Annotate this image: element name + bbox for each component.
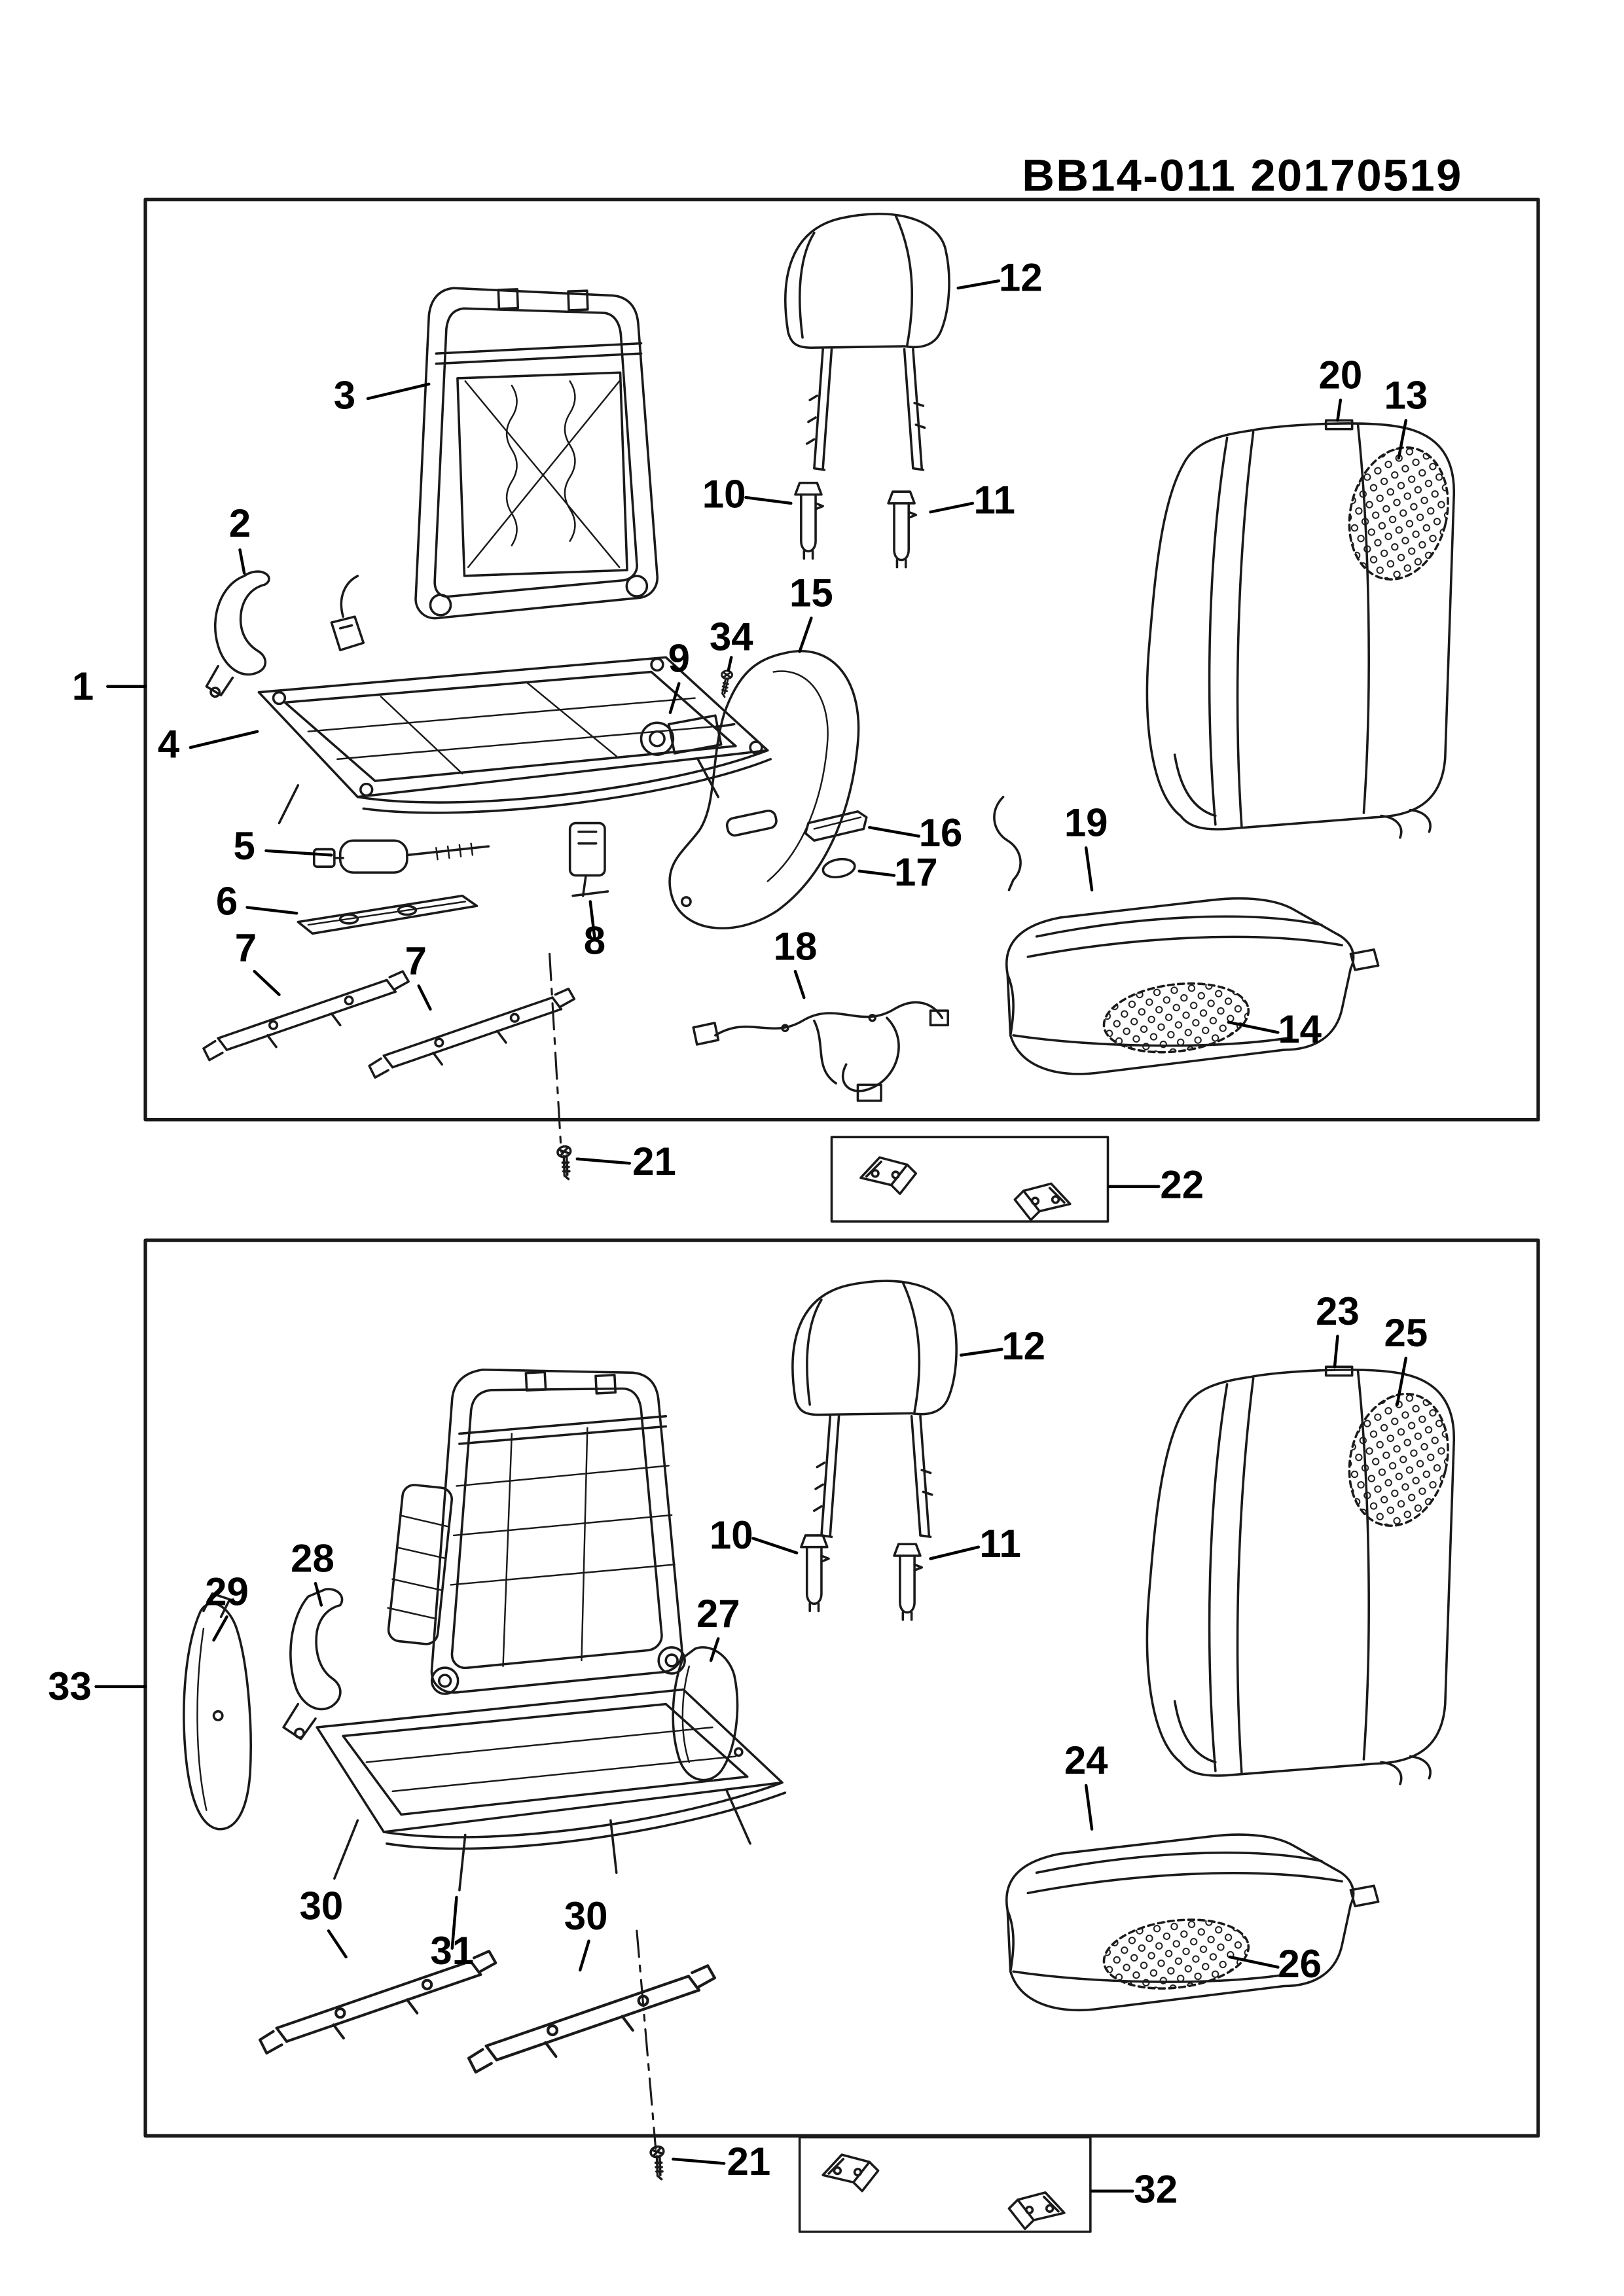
headrest-guide-left [794,482,824,560]
trim-shield [183,1592,252,1831]
seatback-frame [414,287,659,620]
recliner-handle [282,1588,344,1740]
track-motor [312,839,490,874]
side-panel [672,1646,744,1782]
retainer-wire [993,795,1022,891]
callout-top-11: 11 [974,478,1015,522]
headrest-guide-left [800,1534,830,1613]
callout-bottom-30a: 30 [300,1884,344,1928]
callout-bottom-33: 33 [48,1664,92,1708]
seatbase-frame [257,575,772,825]
cushion-cover [1005,897,1380,1075]
rear-seat-group [183,1280,1463,2231]
figure-title: BB14-011 20170519 [1022,150,1462,200]
callout-top-14: 14 [1278,1007,1322,1051]
callout-top-22: 22 [1160,1163,1204,1207]
callout-labels: 1 2 3 4 5 6 7 7 8 9 34 10 11 12 15 16 17… [48,256,1428,2212]
callout-top-9: 9 [668,637,690,681]
callout-top-4: 4 [158,723,180,766]
adjuster-motor [640,714,736,756]
callout-top-20: 20 [1319,353,1363,397]
callout-bottom-25: 25 [1384,1311,1428,1355]
callout-bottom-23: 23 [1316,1289,1360,1333]
mount-bracket [1007,2191,1066,2231]
callout-bottom-32: 32 [1134,2167,1178,2211]
centerline [636,1929,657,2150]
recliner-handle [205,570,270,698]
mount-bracket [1013,1182,1072,1221]
leader-lines-top [106,279,1408,1189]
callout-top-3: 3 [334,374,355,418]
callout-bottom-30b: 30 [564,1894,608,1938]
callout-top-7a: 7 [235,926,257,970]
seat-track-left [202,970,410,1062]
callout-top-5: 5 [233,824,255,868]
callout-top-34: 34 [710,615,753,658]
screw-21 [555,1143,579,1181]
mount-bracket [821,2153,880,2193]
diagram-art [143,198,1540,2233]
callout-top-6: 6 [216,880,238,924]
callout-top-13: 13 [1384,374,1428,418]
seatback-cover [1146,419,1463,839]
torsion-bar [297,894,478,935]
callout-top-15: 15 [789,571,833,615]
headrest-guide-right [887,490,918,569]
callout-bottom-29: 29 [205,1570,249,1614]
seat-frame-assembly [316,1368,787,1892]
callout-top-7b: 7 [405,939,427,983]
callout-top-8: 8 [584,918,605,962]
side-shield [668,650,860,929]
callout-top-19: 19 [1064,801,1108,845]
callout-bottom-26: 26 [1278,1942,1322,1986]
screw-21 [648,2144,672,2181]
callout-top-12: 12 [999,256,1043,300]
callout-top-21: 21 [632,1139,676,1183]
wiring-harness [692,1001,949,1102]
cushion-cover [1005,1833,1380,2012]
shield-knob [821,857,856,879]
top-panel-border [143,198,1540,1122]
callout-bottom-28: 28 [291,1536,334,1580]
bracket-kit-box-32 [798,2136,1092,2233]
callout-bottom-31: 31 [430,1929,474,1973]
callout-top-17: 17 [894,850,938,894]
centerline [549,952,562,1153]
shield-handle [804,810,868,842]
callout-top-16: 16 [919,811,963,855]
callout-top-1: 1 [72,664,94,708]
callout-bottom-11: 11 [979,1522,1020,1566]
callout-top-18: 18 [774,924,818,968]
front-seat-group [202,213,1463,1221]
seatback-cover [1146,1365,1463,1785]
callout-bottom-12: 12 [1001,1324,1045,1368]
bracket-kit-box-22 [830,1136,1110,1223]
headrest [784,213,950,471]
screw-34 [721,670,733,698]
callout-bottom-27: 27 [696,1592,740,1636]
callout-top-2: 2 [229,501,251,545]
callout-bottom-10: 10 [710,1513,753,1557]
seat-track-right [368,988,576,1079]
callout-bottom-24: 24 [1064,1738,1108,1782]
headrest [791,1280,958,1538]
seat-track-right [469,1965,715,2072]
callout-top-10: 10 [702,473,746,516]
mount-bracket [859,1156,918,1195]
power-switch [568,821,609,897]
headrest-guide-right [893,1543,923,1621]
callout-bottom-21: 21 [727,2140,771,2183]
leader-lines-bottom [94,1335,1408,2193]
